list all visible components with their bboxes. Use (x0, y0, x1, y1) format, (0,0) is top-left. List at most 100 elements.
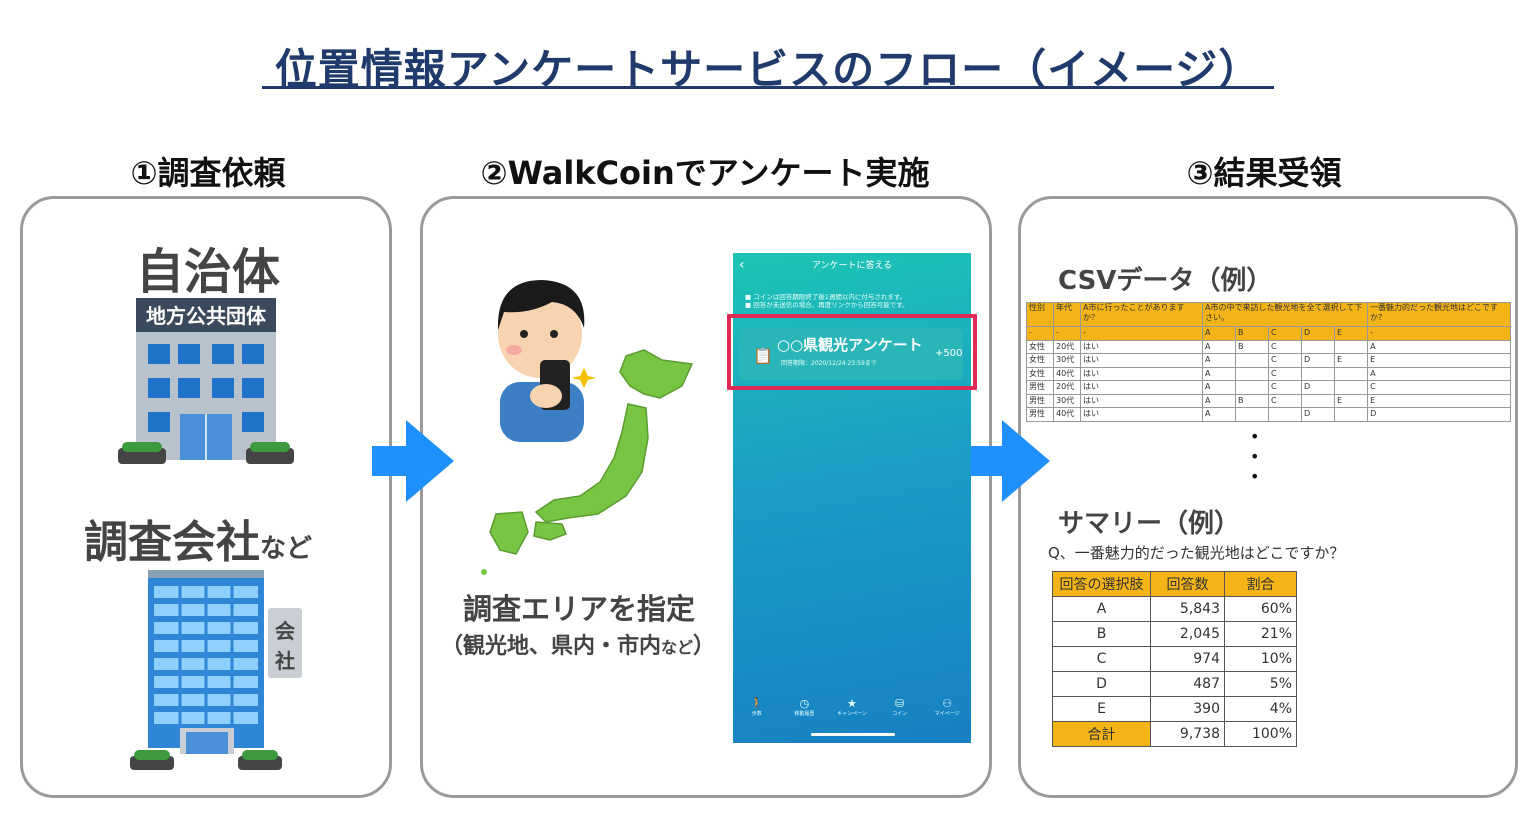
csv-cell: A (1202, 380, 1236, 395)
phone-note-line-2: ■ 回答が未送信の場合、再度リンクから回答可能です。 (745, 301, 909, 309)
csv-cell (1333, 380, 1369, 395)
csv-header-cell: 性別 (1026, 302, 1054, 327)
csv-cell: 30代 (1053, 353, 1081, 368)
survey-card-deadline: 回答期限：2020/12/24 23:59まで (781, 360, 877, 367)
area-sub-end: ） (693, 634, 716, 659)
person-with-phone-icon (497, 280, 596, 442)
walkcoin-phone-screen: ‹ アンケートに答える ■ コインは回答期限終了後1週間以内に付与されます。 ■… (733, 253, 971, 743)
csv-subheader-cell: - (1026, 326, 1054, 341)
csv-cell: はい (1080, 407, 1203, 422)
summary-count-cell: 390 (1150, 696, 1225, 722)
csv-cell: D (1301, 407, 1335, 422)
csv-cell: D (1367, 407, 1512, 422)
csv-cell: 40代 (1053, 407, 1081, 422)
csv-cell: C (1367, 380, 1512, 395)
csv-cell: 20代 (1053, 339, 1081, 354)
government-building-icon: 地方公共団体 (118, 298, 294, 464)
summary-ratio-cell: 10% (1224, 646, 1297, 672)
company-sign-char-2: 社 (274, 649, 295, 673)
summary-header-cell: 割合 (1224, 571, 1297, 597)
csv-data-label: CSVデータ（例） (1058, 266, 1273, 296)
nav-campaign[interactable]: ★キャンペーン (830, 697, 874, 727)
clock-icon: ◷ (799, 697, 810, 710)
csv-cell: 女性 (1026, 339, 1054, 354)
clipboard-icon: 📋 (753, 346, 773, 365)
survey-card[interactable]: 📋 ○○県観光アンケート 回答期限：2020/12/24 23:59まで +50… (739, 328, 963, 380)
step3-heading: ③結果受領 (1186, 154, 1342, 192)
csv-cell (1301, 393, 1335, 408)
phone-note-line-1: ■ コインは回答期限終了後1週間以内に付与されます。 (745, 293, 907, 301)
csv-cell: C (1268, 353, 1302, 368)
research-company-suffix: など (260, 534, 313, 564)
summary-question: Q、一番魅力的だった観光地はどこですか？ (1048, 544, 1345, 562)
nav-mypage[interactable]: ⚇マイページ (925, 697, 969, 727)
summary-choice-cell: B (1052, 621, 1151, 647)
research-company-text: 調査会社 (84, 517, 260, 568)
building-sign-label: 地方公共団体 (146, 304, 267, 328)
csv-cell: 男性 (1026, 393, 1054, 408)
research-company-label: 調査会社など (84, 506, 312, 570)
summary-total-label: 合計 (1052, 721, 1151, 747)
survey-card-points: +500 (935, 348, 963, 359)
csv-cell: 男性 (1026, 407, 1054, 422)
csv-cell (1301, 366, 1335, 381)
company-sign-label: 会社 (274, 619, 295, 673)
japan-map-icon (481, 349, 694, 575)
csv-cell (1333, 407, 1369, 422)
csv-cell: 男性 (1026, 380, 1054, 395)
csv-cell: E (1367, 353, 1512, 368)
survey-area-examples: （観光地、県内・市内など） (428, 628, 728, 660)
home-indicator (811, 733, 895, 736)
csv-cell: E (1333, 353, 1369, 368)
csv-subheader-cell: C (1268, 326, 1302, 341)
phone-bottom-nav: 🚶歩数 ◷移動履歴 ★キャンペーン ⛁コイン ⚇マイページ (733, 697, 971, 727)
nav-history[interactable]: ◷移動履歴 (782, 697, 826, 727)
nav-coin[interactable]: ⛁コイン (878, 697, 922, 727)
csv-cell: はい (1080, 393, 1203, 408)
area-sub-main: （観光地、県内・市内 (440, 634, 661, 659)
summary-choice-cell: E (1052, 696, 1151, 722)
csv-header-cell: A市に行ったことがありますか？ (1080, 302, 1203, 327)
summary-choice-cell: C (1052, 646, 1151, 672)
summary-header-row: 回答の選択肢回答数割合 (1052, 571, 1297, 597)
csv-cell (1333, 366, 1369, 381)
csv-cell: B (1235, 339, 1269, 354)
csv-cell: A (1202, 366, 1236, 381)
csv-cell: D (1301, 353, 1335, 368)
summary-choice-cell: A (1052, 596, 1151, 622)
csv-cell (1235, 380, 1269, 395)
nav-steps[interactable]: 🚶歩数 (735, 697, 779, 727)
summary-label: サマリー（例） (1058, 509, 1241, 539)
csv-subheader-cell: A (1202, 326, 1236, 341)
continuation-dots: ••• (1250, 427, 1260, 486)
csv-cell (1333, 339, 1369, 354)
csv-cell: C (1268, 393, 1302, 408)
summary-header-cell: 回答の選択肢 (1052, 571, 1151, 597)
csv-cell: E (1367, 393, 1512, 408)
summary-ratio-cell: 5% (1224, 671, 1297, 697)
summary-count-cell: 974 (1150, 646, 1225, 672)
summary-choice-cell: D (1052, 671, 1151, 697)
back-chevron-icon[interactable]: ‹ (739, 257, 745, 273)
csv-cell: 女性 (1026, 366, 1054, 381)
csv-cell: A (1202, 353, 1236, 368)
csv-cell: B (1235, 393, 1269, 408)
csv-cell (1268, 407, 1302, 422)
csv-header-cell: 年代 (1053, 302, 1081, 327)
municipality-label: 自治体 (136, 244, 281, 300)
csv-cell (1235, 407, 1269, 422)
csv-subheader-cell: B (1235, 326, 1269, 341)
csv-cell: 30代 (1053, 393, 1081, 408)
csv-header-cell: 一番魅力的だった観光地はどこですか？ (1367, 302, 1512, 327)
survey-card-title: ○○県観光アンケート (777, 336, 923, 354)
csv-cell: はい (1080, 380, 1203, 395)
csv-cell: A (1202, 339, 1236, 354)
csv-cell: A (1367, 366, 1512, 381)
title-underline (262, 86, 1274, 89)
